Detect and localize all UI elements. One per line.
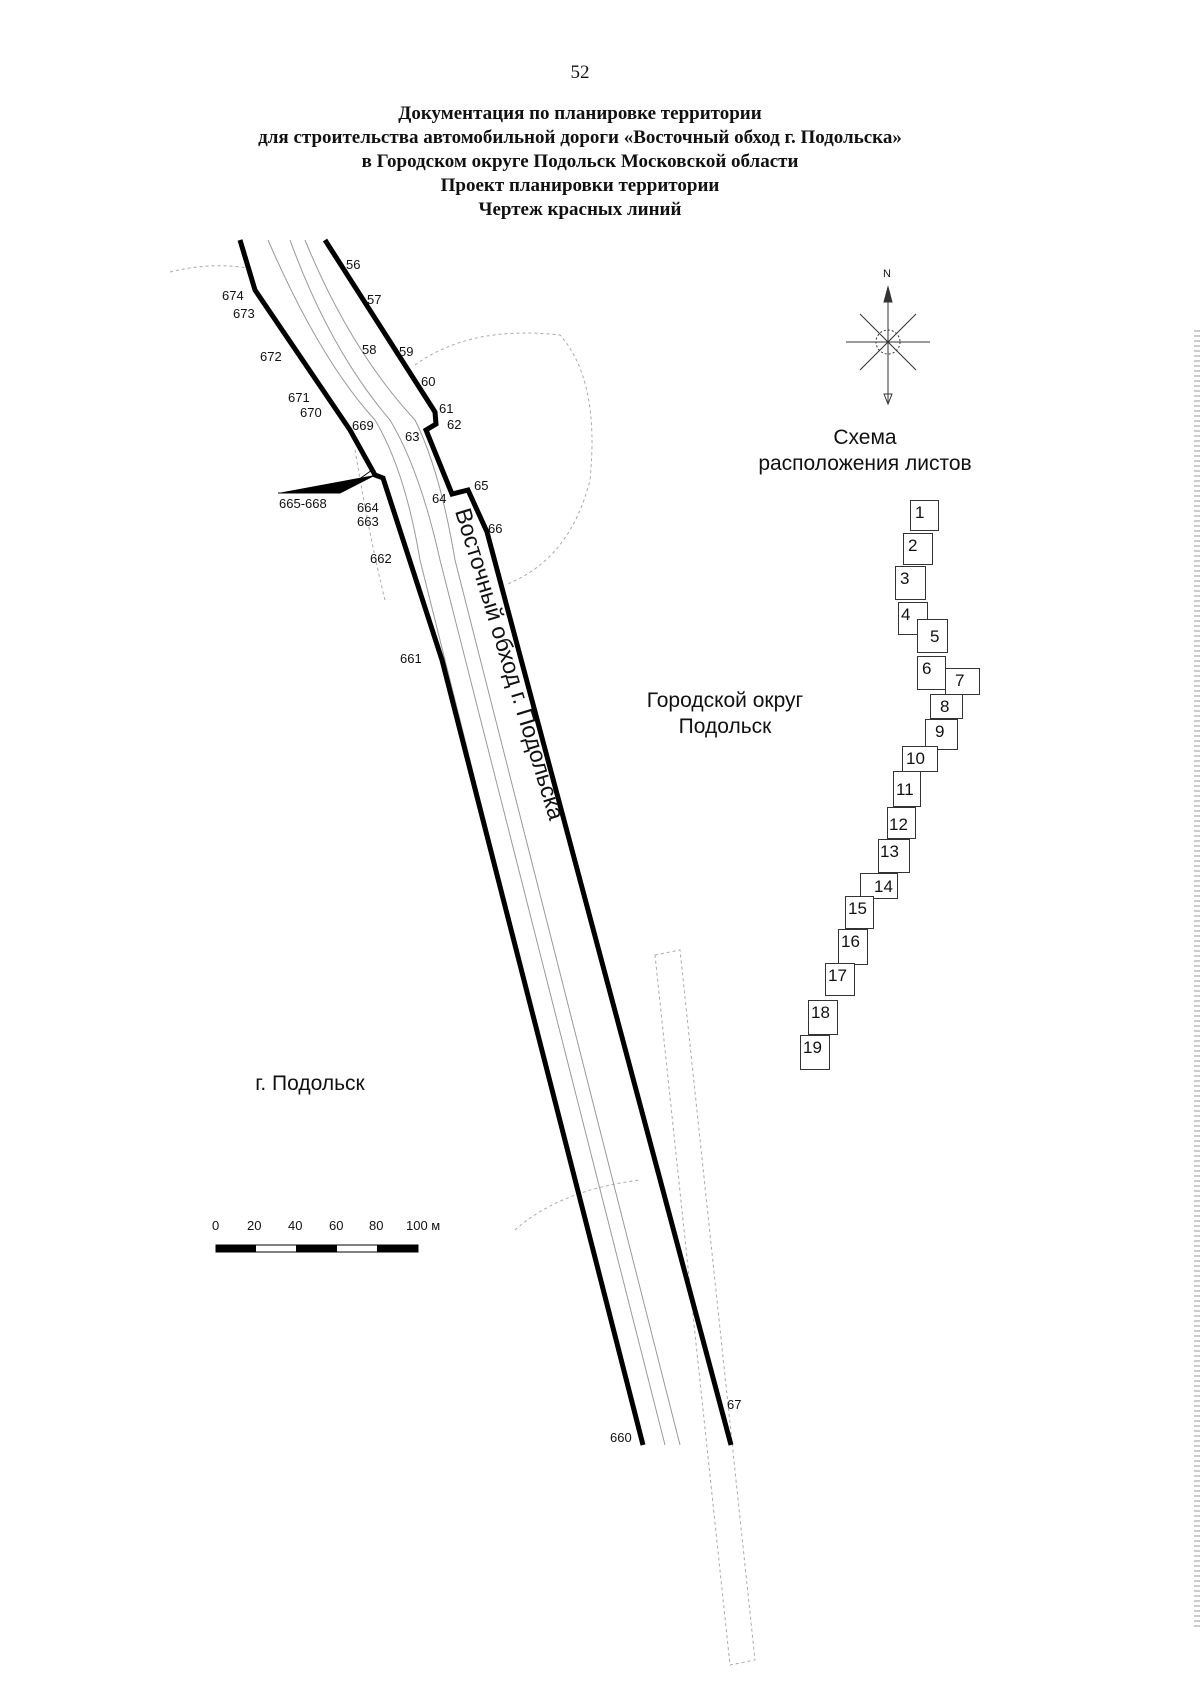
title-line: Документация по планировке территории: [398, 103, 762, 124]
scale-tick-label: 40: [288, 1218, 303, 1233]
sheet-box: 14: [860, 873, 898, 899]
point-label: 60: [421, 374, 436, 389]
sheet-box: 19: [800, 1035, 830, 1070]
red-line-right: [322, 238, 734, 1446]
scale-tick-label: 60: [329, 1218, 344, 1233]
sheet-box: 6: [917, 656, 946, 690]
sheet-box: 9: [925, 719, 958, 750]
sheet-box: 15: [845, 896, 874, 929]
scale-tick-label: 80: [369, 1218, 384, 1233]
point-label: 63: [405, 429, 420, 444]
point-label: 66: [488, 521, 503, 536]
area-label-city: г. Подольск: [255, 1072, 365, 1095]
sheet-box: 17: [825, 963, 855, 996]
sheet-box: 3: [895, 566, 926, 600]
scale-tick-label: 20: [247, 1218, 262, 1233]
label-leader: [278, 469, 376, 494]
point-label: 663: [357, 514, 379, 529]
point-label: 64: [432, 491, 447, 506]
title-line: Проект планировки территории: [440, 175, 720, 196]
title-line: в Городском округе Подольск Московской о…: [361, 151, 799, 172]
scheme-title-line: Схема: [833, 426, 897, 449]
point-label: 58: [362, 342, 377, 357]
point-label: 57: [367, 292, 382, 307]
area-label-district: Городской округ Подольск: [615, 688, 835, 740]
background-contours: [169, 265, 756, 1666]
point-label: 669: [352, 418, 374, 433]
point-label: 674: [222, 288, 244, 303]
title-line: Чертеж красных линий: [478, 199, 682, 220]
title-line: для строительства автомобильной дороги «…: [258, 127, 902, 148]
page-number: 52: [570, 62, 590, 83]
sheet-box: 12: [887, 807, 916, 839]
scan-edge: [1194, 330, 1200, 1630]
sheet-box: 2: [903, 533, 933, 565]
sheet-box: 13: [878, 839, 910, 873]
point-label: 670: [300, 405, 322, 420]
scale-bar: [215, 1244, 419, 1253]
sheet-box: 16: [838, 929, 868, 965]
sheet-box: 1: [910, 500, 939, 531]
point-label: 672: [260, 349, 282, 364]
compass-rose-icon: [846, 285, 930, 406]
sheet-box: 8: [930, 694, 963, 719]
sheet-box: 18: [808, 1000, 838, 1035]
sheet-box: 10: [902, 746, 938, 772]
point-label: 662: [370, 551, 392, 566]
point-label: 661: [400, 651, 422, 666]
point-label: 61: [439, 401, 454, 416]
scale-tick-label: 0: [212, 1218, 220, 1233]
point-label: 56: [346, 257, 361, 272]
red-lines: [237, 238, 734, 1446]
document-title: Документация по планировке территории дл…: [0, 102, 1160, 222]
road-centerlines: [267, 239, 681, 1446]
point-label: 59: [399, 344, 414, 359]
scale-tick-label: 100 м: [406, 1218, 441, 1233]
point-label: 671: [288, 390, 310, 405]
point-label: 665-668: [279, 496, 327, 511]
north-label: N: [883, 268, 891, 280]
sheet-scheme-title: Схема расположения листов: [730, 425, 1000, 477]
area-label-line: Городской округ: [646, 689, 804, 712]
point-label: 67: [727, 1397, 742, 1412]
red-line-left: [237, 239, 646, 1446]
point-label: 673: [233, 306, 255, 321]
point-label: 660: [610, 1430, 632, 1445]
point-label: 62: [447, 417, 462, 432]
scheme-title-line: расположения листов: [758, 452, 972, 475]
point-label: 65: [474, 478, 489, 493]
point-label: 664: [357, 500, 379, 515]
sheet-box: 11: [893, 771, 921, 807]
area-label-line: Подольск: [678, 715, 772, 738]
sheet-box: 7: [945, 668, 980, 695]
sheet-box: 5: [917, 619, 948, 653]
